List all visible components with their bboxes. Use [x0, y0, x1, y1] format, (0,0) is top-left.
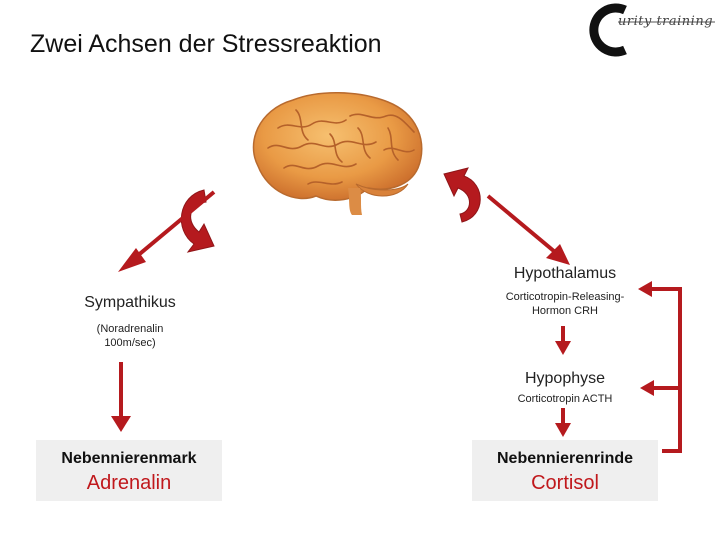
- feedback-arrowhead-hypothalamus: [638, 281, 652, 297]
- nebennierenrinde-label: Nebennierenrinde: [496, 450, 634, 467]
- arrow-sympathikus-to-nebennierenmark-head: [111, 416, 131, 432]
- logo-c-shape: [589, 3, 627, 57]
- sympathikus-note-line1: (Noradrenalin: [96, 323, 164, 335]
- arrow-to-sympathikus-head: [118, 248, 146, 272]
- arrow-hypophyse-to-nebennierenrinde-head: [555, 423, 571, 437]
- hypothalamus-note-line1: Corticotropin-Releasing-: [505, 291, 625, 303]
- sympathikus-label: Sympathikus: [84, 294, 176, 311]
- cortisol-label: Cortisol: [531, 472, 599, 494]
- arrow-to-hypothalamus-head: [546, 244, 570, 265]
- curved-arrow-left: [180, 189, 215, 253]
- slide-title: Zwei Achsen der Stressreaktion: [30, 30, 382, 58]
- brain-cerebrum: [252, 92, 423, 201]
- hypophyse-note: Corticotropin ACTH: [517, 393, 613, 405]
- brain-folds: [267, 109, 415, 185]
- logo-text: urity training: [618, 14, 714, 29]
- curved-arrow-right: [443, 167, 481, 223]
- brain-stem: [348, 188, 362, 215]
- hypophyse-label: Hypophyse: [524, 370, 606, 387]
- brain-cerebellum: [355, 183, 409, 197]
- sympathikus-note-line2: 100m/sec): [104, 337, 156, 349]
- nebennierenrinde-box: Nebennierenrinde Cortisol: [472, 440, 658, 501]
- adrenalin-label: Adrenalin: [86, 472, 172, 494]
- feedback-bracket: [650, 287, 682, 453]
- arrow-to-hypothalamus: [486, 194, 557, 254]
- arrow-hypothalamus-to-hypophyse-head: [555, 341, 571, 355]
- hypothalamus-note-line2: Hormon CRH: [531, 305, 598, 317]
- nebennierenmark-label: Nebennierenmark: [61, 450, 197, 467]
- hypothalamus-note: Corticotropin-Releasing- Hormon CRH: [470, 290, 660, 318]
- feedback-arrowhead-hypophyse: [640, 380, 654, 396]
- arrow-to-sympathikus: [134, 190, 216, 259]
- nebennierenmark-box: Nebennierenmark Adrenalin: [36, 440, 222, 501]
- brain-image: [238, 88, 430, 216]
- hypothalamus-label: Hypothalamus: [513, 265, 617, 282]
- logo: [585, 0, 720, 62]
- sympathikus-note: (Noradrenalin 100m/sec): [55, 322, 205, 350]
